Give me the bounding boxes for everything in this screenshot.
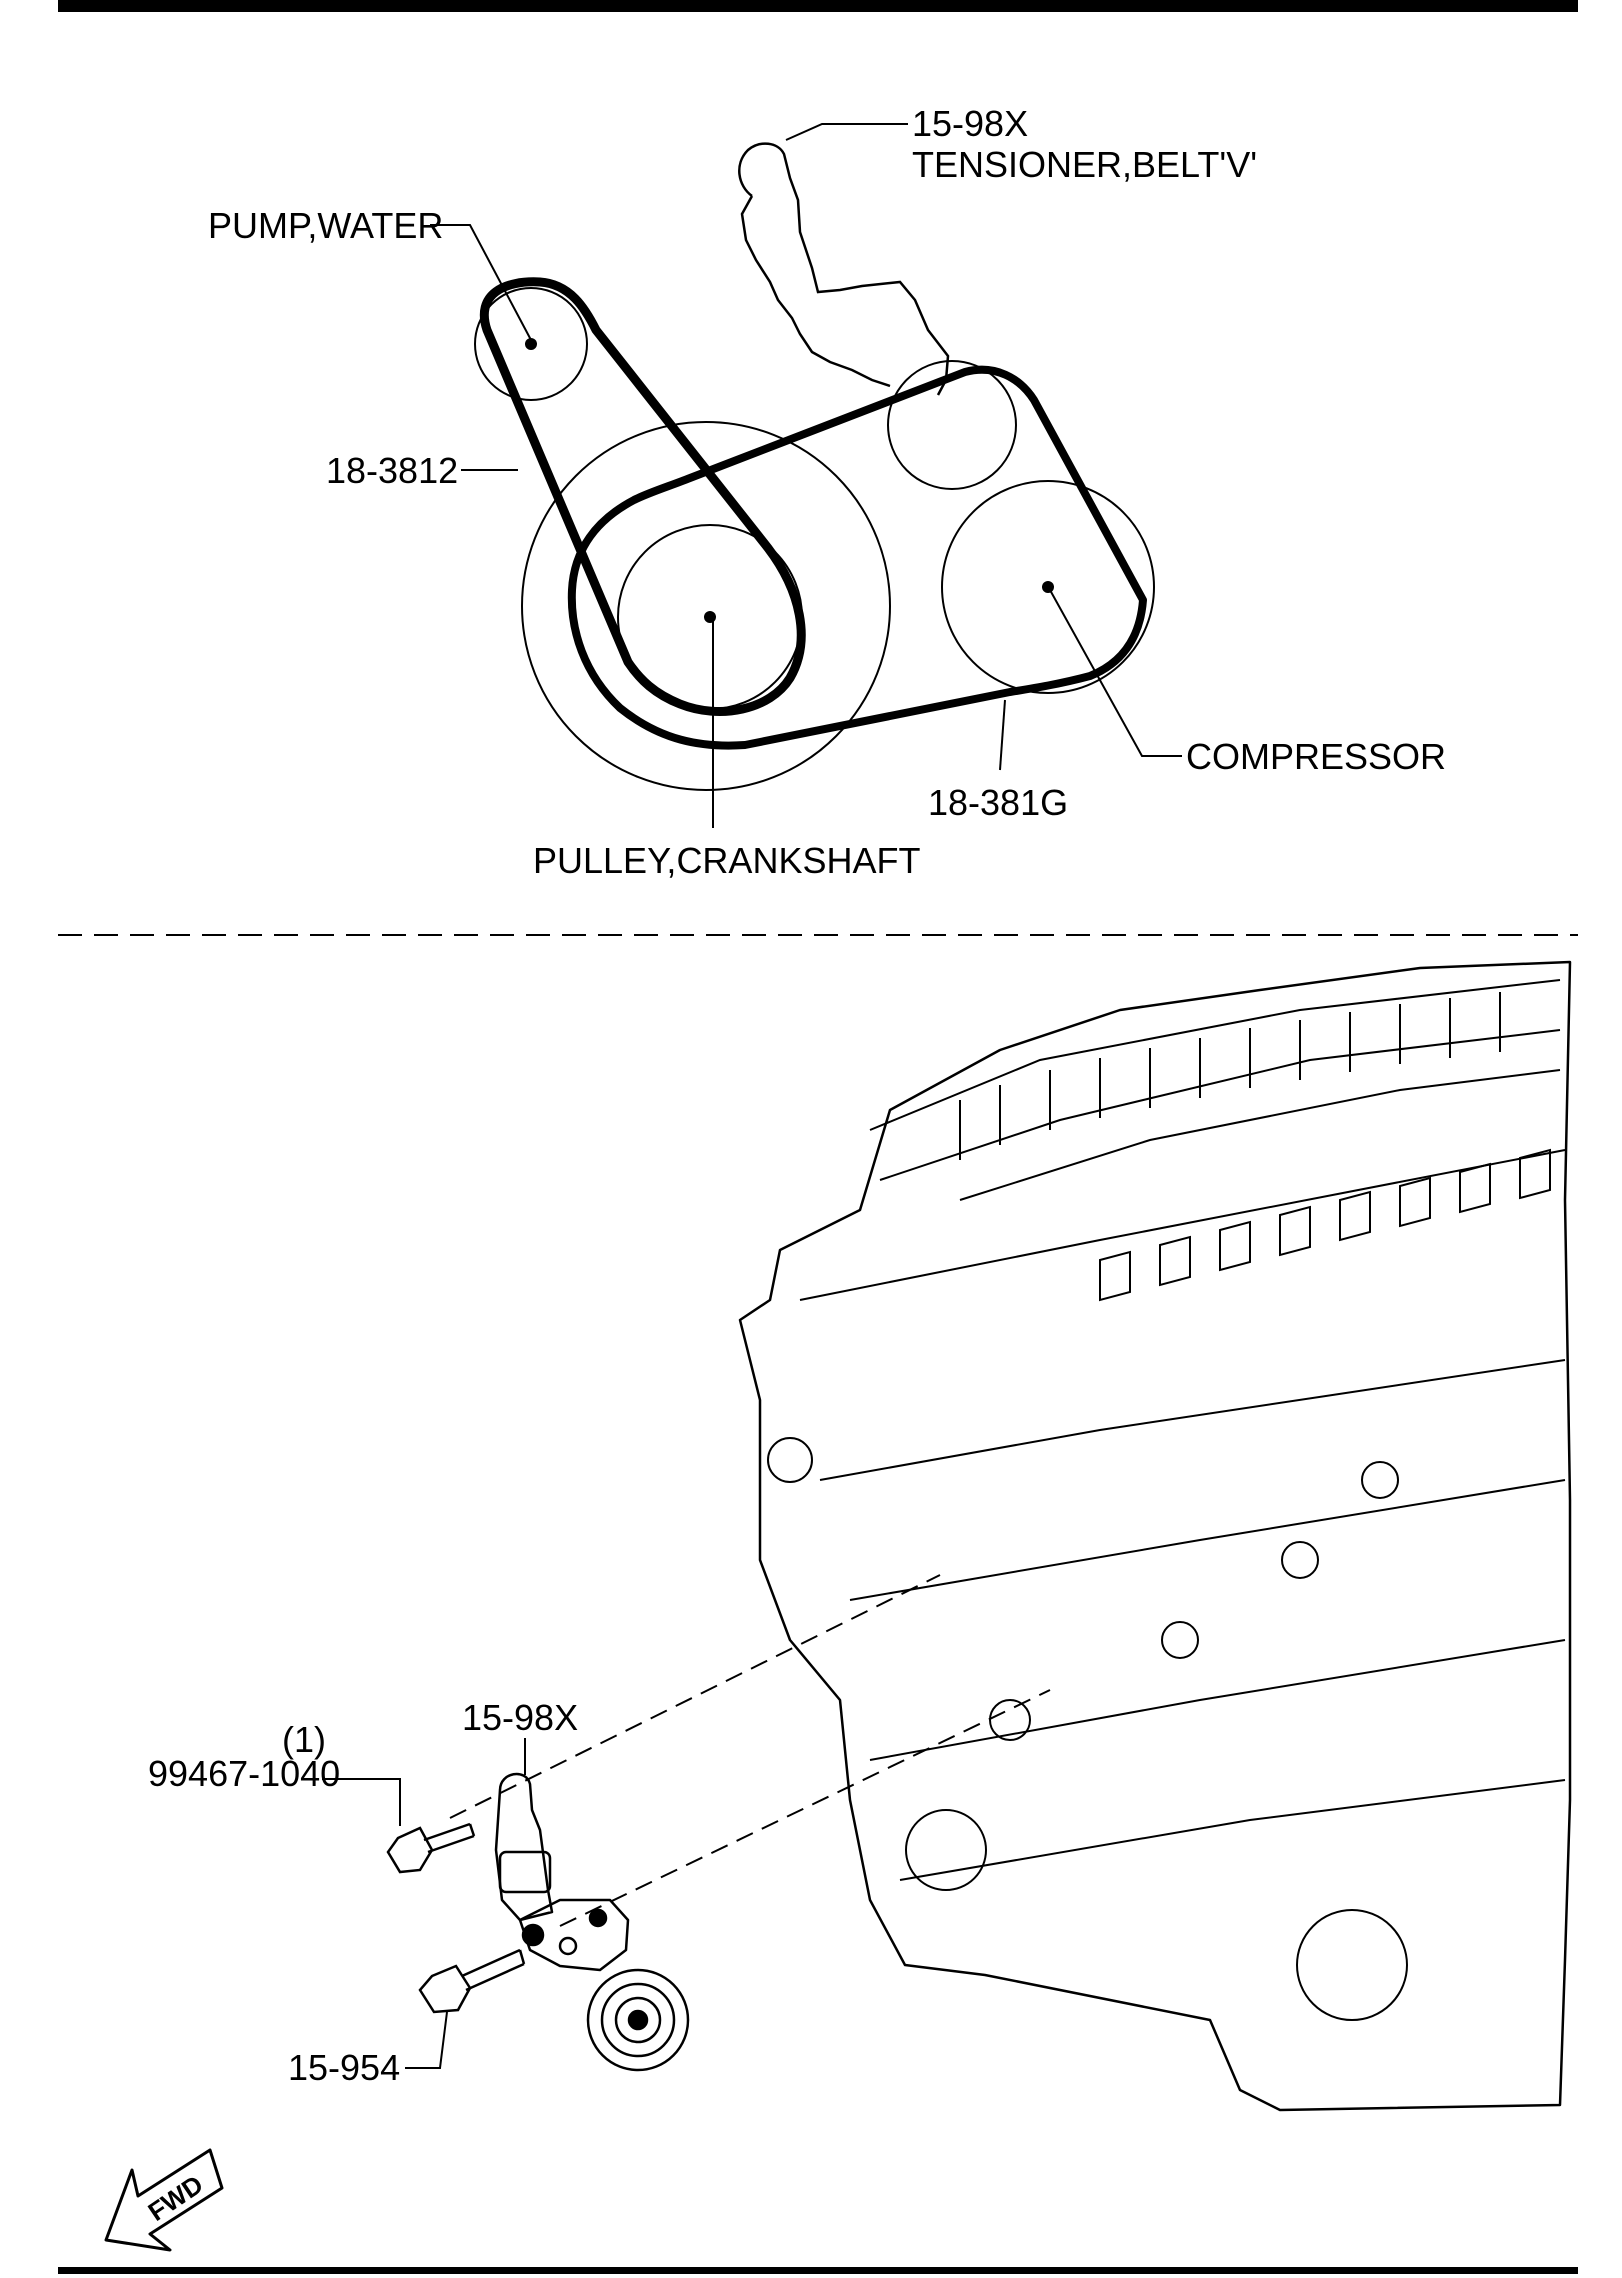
mount-boss-3 [1161,1621,1199,1659]
tensioner-assy-label: 15-98X [462,1697,578,1738]
exhaust-ports [1099,1148,1551,1302]
block-lines [799,1149,1566,1881]
tensioner-name-label: TENSIONER,BELT'V' [912,144,1257,185]
bolt-qty-label: (1) [282,1719,326,1760]
leader-bolt-2 [405,2011,448,2069]
tensioner-pulley [887,360,1017,490]
tensioner-outline [738,142,950,396]
tensioner-idler-pulley [586,1968,690,2072]
crankshaft-center [704,611,716,623]
mount-line-upper [449,1574,941,1819]
cam-cover [869,979,1561,1201]
bottom-border [58,2267,1578,2274]
belt-a-label: 18-3812 [326,450,458,491]
fwd-arrow-shape [104,2148,224,2252]
mount-line-lower [559,1689,1051,1927]
water-pump-pulley [474,287,588,401]
rear-seal [1296,1909,1408,2021]
mount-boss-5 [1361,1461,1399,1499]
belt-main [567,365,1147,750]
bolt-99467-1040 [386,1822,476,1874]
cam-cover-ribs [959,992,1501,1160]
bolt-15-954 [418,1948,526,2014]
fwd-arrow: FWD [104,2148,224,2252]
tensioner-part-label: 15-98X [912,103,1028,144]
crankshaft-pulley-label: PULLEY,CRANKSHAFT [533,840,920,881]
leader-belt-b [999,699,1006,771]
belt-water-pump [479,277,806,716]
bolt-part-label: 99467-1040 [148,1753,340,1794]
water-pump-label: PUMP,WATER [208,205,443,246]
compressor-center [1042,581,1054,593]
mount-boss-1 [767,1437,813,1483]
leader-tensioner [785,123,908,141]
compressor-pulley [941,480,1155,694]
leader-bolt-1 [322,1778,401,1826]
top-border [58,0,1578,12]
engine-assembly: 15-98X (1) 99467-1040 15-954 [148,960,1572,2112]
compressor-label: COMPRESSOR [1186,736,1446,777]
tensioner-assembly [494,1772,690,2072]
engine-block [738,960,1572,2112]
bolt2-part-label: 15-954 [288,2047,400,2088]
leader-water-pump [430,224,532,341]
mount-boss-4 [1281,1541,1319,1579]
water-pump-center [525,338,537,350]
belt-b-label: 18-381G [928,782,1068,823]
crankshaft-outer-pulley [521,421,891,791]
belt-schematic: 15-98X TENSIONER,BELT'V' PUMP,WATER 18-3… [208,103,1446,881]
leader-compressor [1049,589,1182,757]
timing-cover-seal [905,1809,987,1891]
